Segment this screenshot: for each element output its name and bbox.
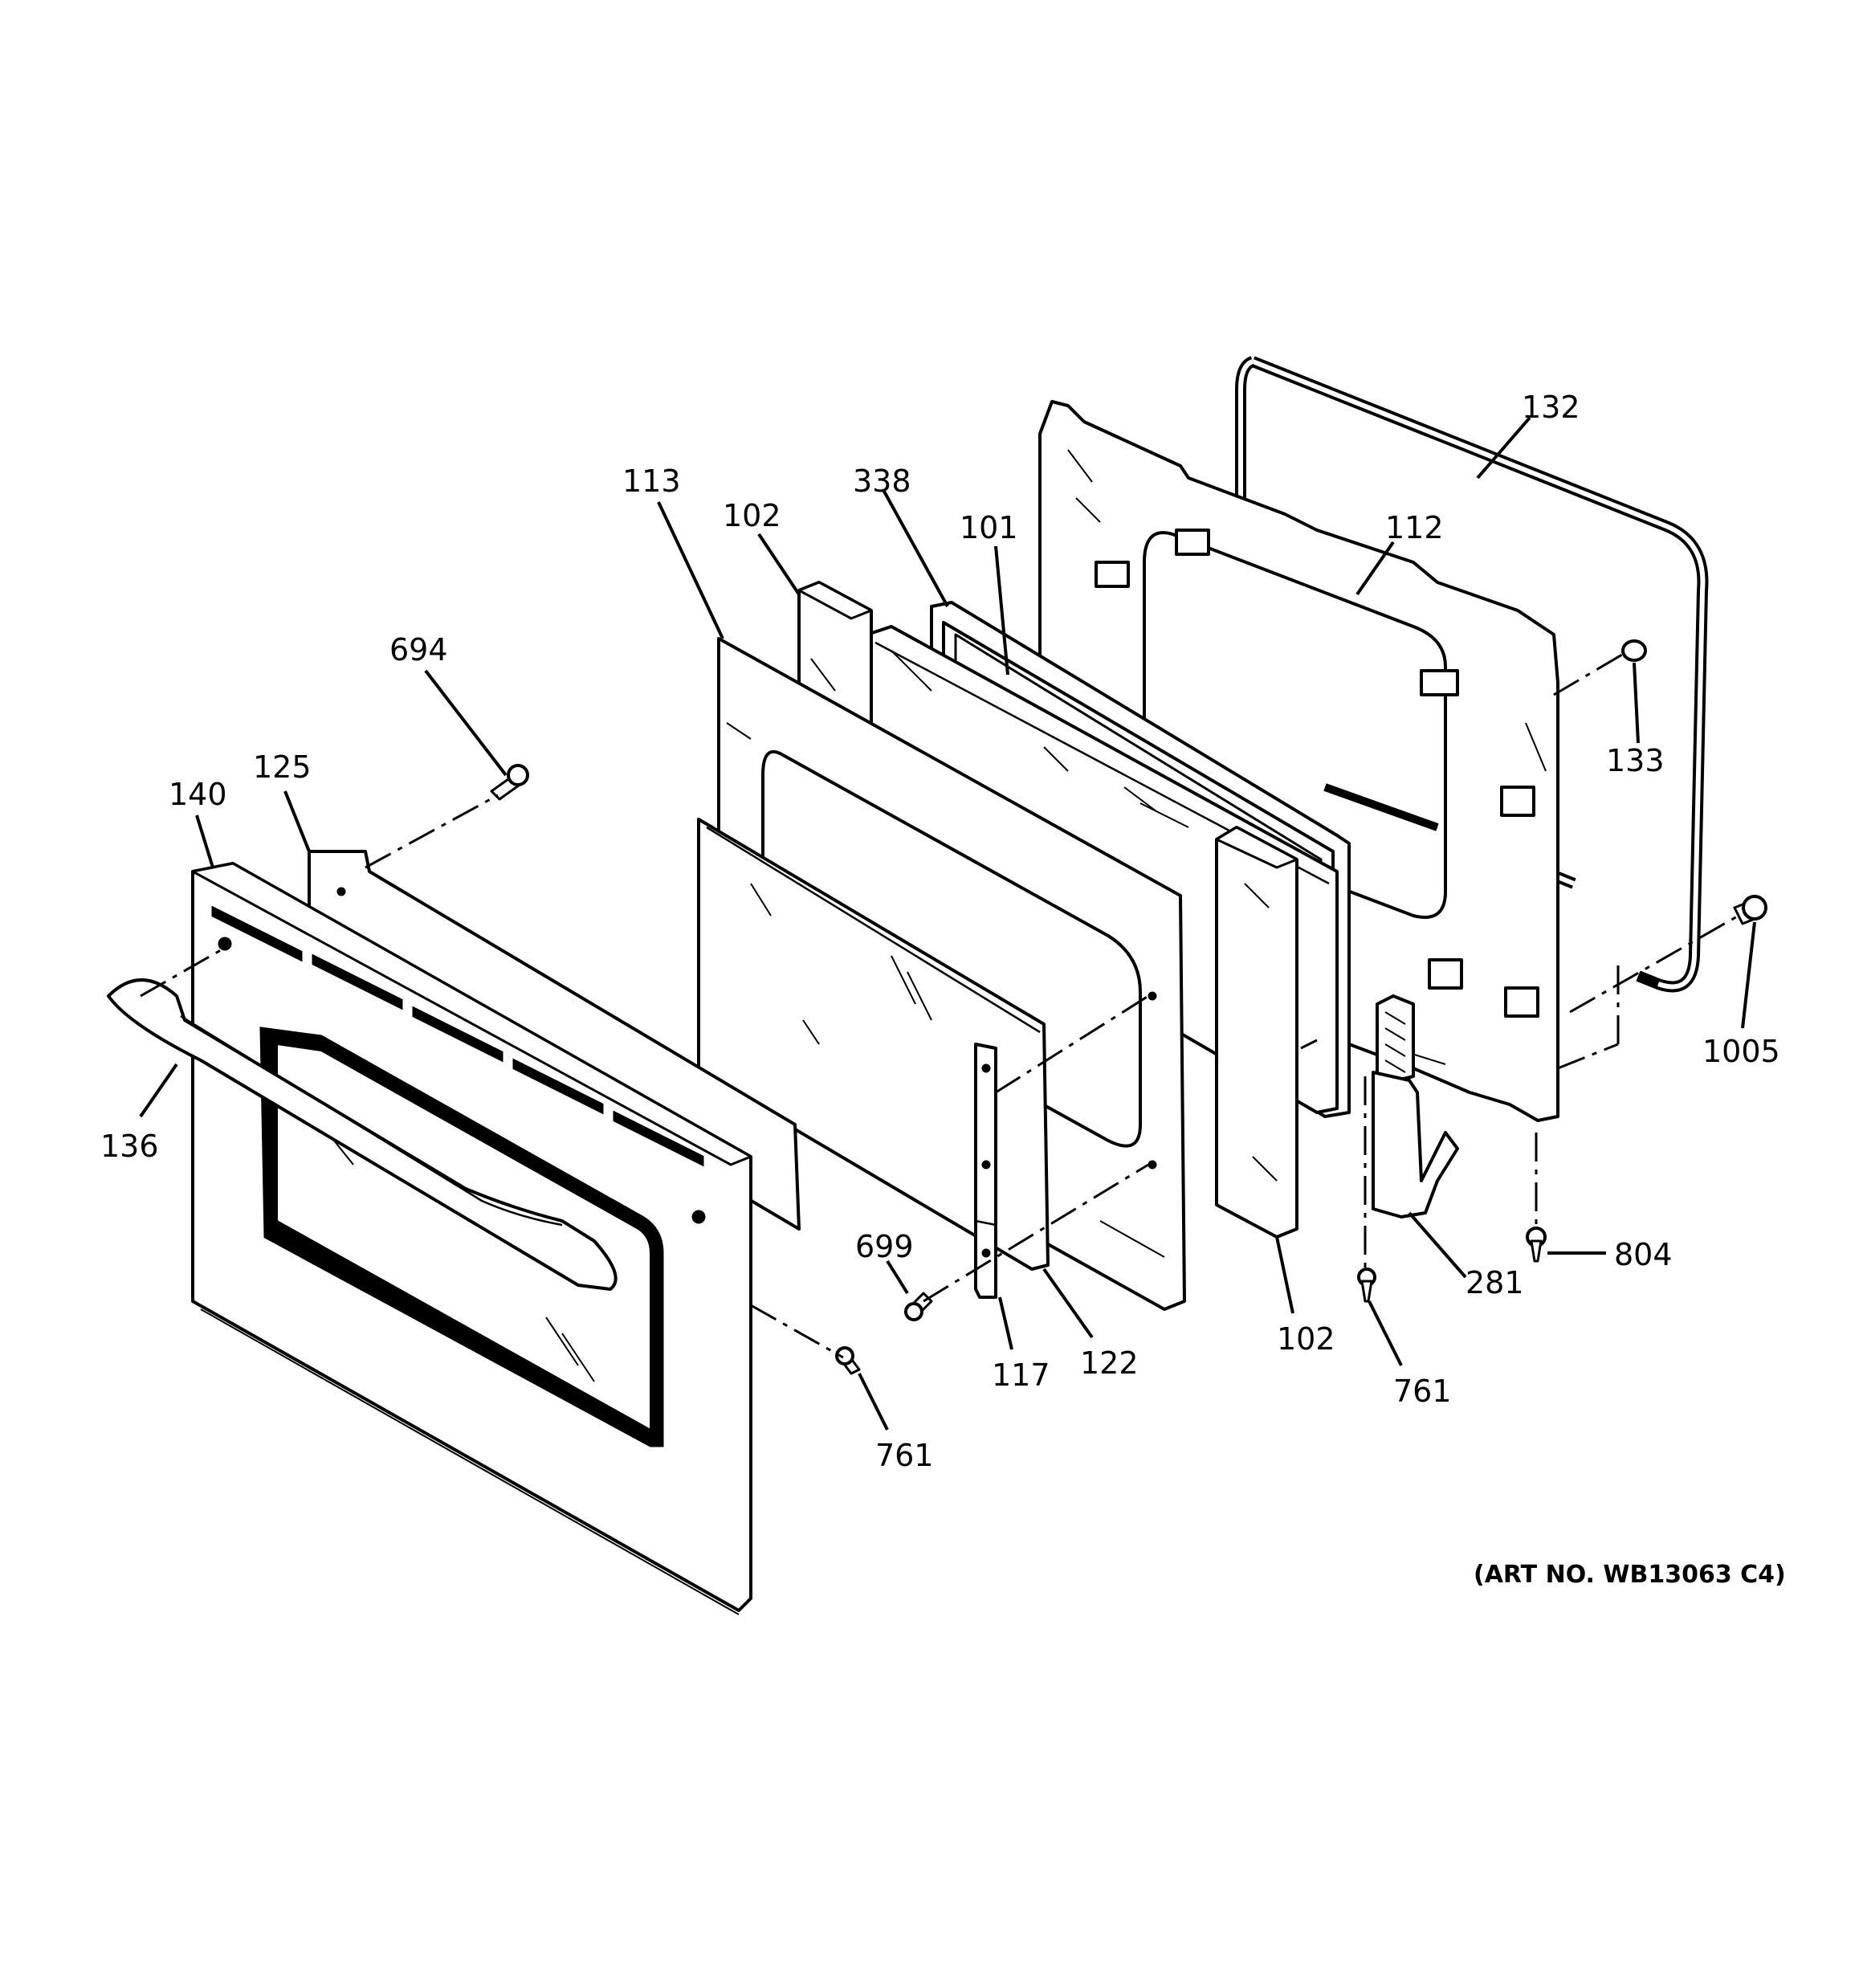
- callout-761-left: 761: [875, 1438, 934, 1473]
- callout-761-right: 761: [1393, 1374, 1452, 1409]
- assembly-lines: [140, 653, 1739, 1359]
- screw-1005: [1733, 895, 1767, 925]
- callout-117: 117: [992, 1357, 1050, 1393]
- callout-125: 125: [253, 749, 312, 785]
- callout-338: 338: [853, 463, 911, 499]
- callout-133: 133: [1606, 743, 1665, 778]
- screw-804: [1526, 1227, 1547, 1263]
- callout-122: 122: [1080, 1345, 1139, 1381]
- screw-694: [490, 764, 529, 801]
- callout-102-top: 102: [723, 498, 781, 533]
- screw-761-right: [1357, 1268, 1376, 1303]
- callout-804: 804: [1614, 1237, 1673, 1272]
- door-hinge-281: [1372, 994, 1459, 1219]
- screw-699: [904, 1292, 933, 1321]
- callout-102-bottom: 102: [1277, 1321, 1335, 1357]
- callout-112: 112: [1385, 510, 1444, 545]
- callout-1005: 1005: [1702, 1034, 1780, 1069]
- bumper-133: [1621, 639, 1647, 662]
- insulation-block-102-bottom: [1215, 826, 1298, 1239]
- callout-281: 281: [1466, 1265, 1524, 1300]
- callout-699: 699: [855, 1229, 914, 1264]
- art-number: (ART NO. WB13063 C4): [1474, 1561, 1786, 1589]
- callout-136: 136: [100, 1129, 159, 1164]
- leader-lines: [139, 416, 1756, 1431]
- callout-140: 140: [169, 777, 227, 812]
- screw-761-left: [835, 1346, 861, 1375]
- callout-694: 694: [389, 632, 448, 667]
- callout-labels: 132 112 113 102 338 101 694 125 140 133 …: [100, 390, 1780, 1473]
- hinge-bracket-117: [974, 1043, 997, 1299]
- callout-101: 101: [960, 510, 1018, 545]
- outer-glass-122: [697, 818, 1050, 1271]
- callout-113: 113: [622, 463, 681, 499]
- callout-132: 132: [1522, 390, 1580, 425]
